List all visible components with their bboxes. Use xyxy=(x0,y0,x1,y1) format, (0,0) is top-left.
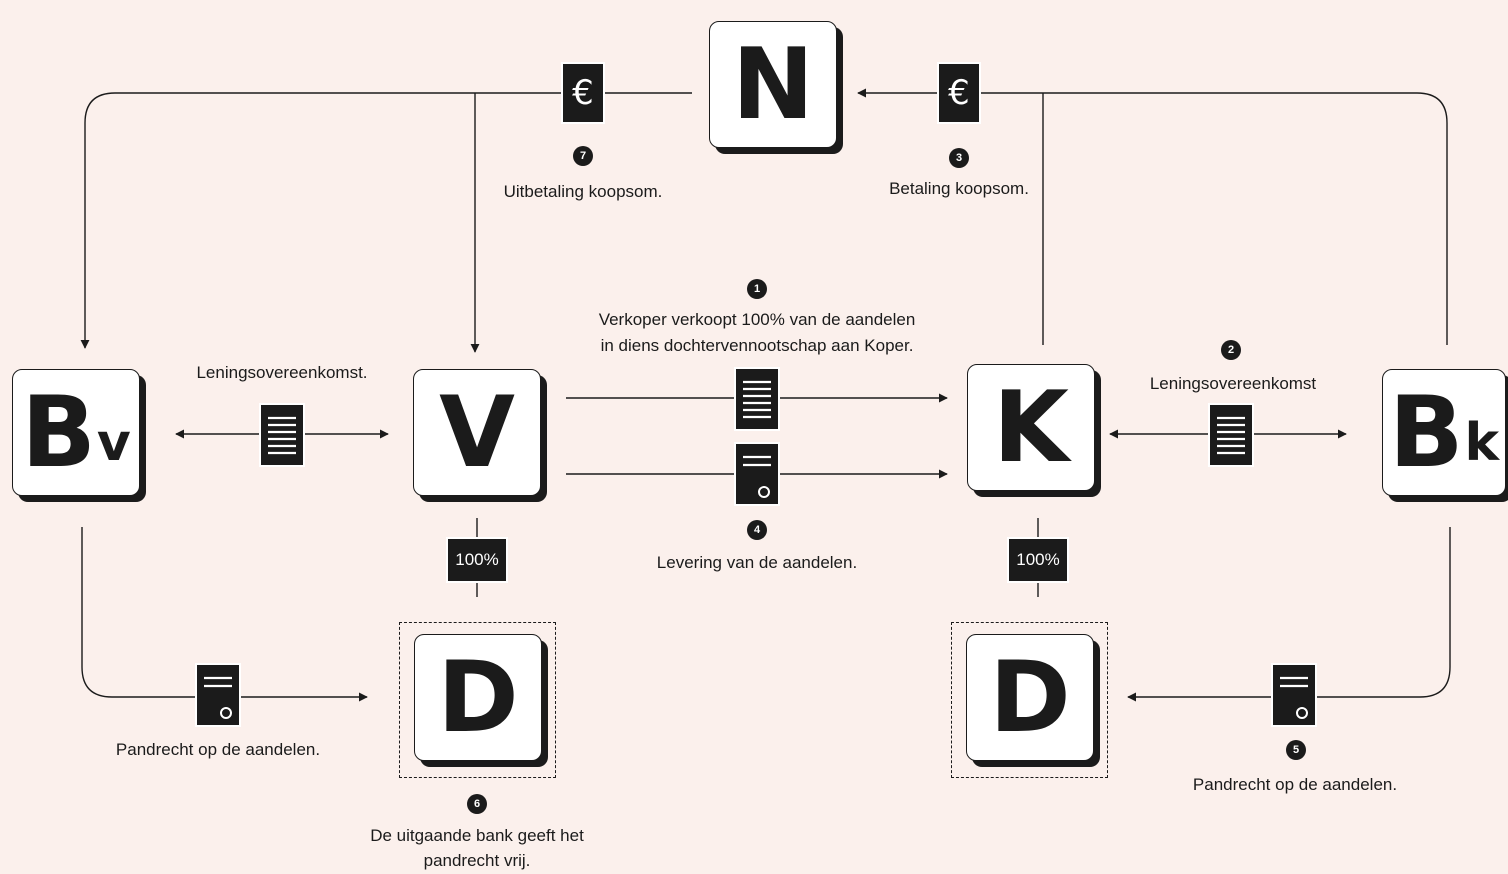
deed-icon-pledge-right xyxy=(1271,663,1317,727)
step-badge-7: 7 xyxy=(573,146,593,166)
node-subsidiary-left: D xyxy=(414,634,542,761)
step-badge-3: 3 xyxy=(949,148,969,168)
document-icon-loan-left xyxy=(259,403,305,467)
payment-line-from-bank xyxy=(857,88,1448,345)
euro-icon-payment: € xyxy=(937,62,981,124)
pledge-arrow-right xyxy=(1127,527,1451,702)
step-badge-2: 2 xyxy=(1221,340,1241,360)
node-seller: V xyxy=(413,369,541,496)
loan-label-left: Leningsovereenkomst. xyxy=(196,363,368,382)
deed-icon-delivery xyxy=(734,442,780,506)
node-bank-buyer-letter: B xyxy=(1388,375,1464,490)
ownership-badge-right: 100% xyxy=(1007,537,1069,583)
step-badge-6: 6 xyxy=(467,794,487,814)
ownership-badge-left: 100% xyxy=(446,537,508,583)
euro-icon-payout: € xyxy=(561,62,605,124)
step-1-label-line1: Verkoper verkoopt 100% van de aandelen xyxy=(598,310,916,329)
node-seller-letter: V xyxy=(439,375,515,490)
node-buyer-letter: K xyxy=(993,370,1069,485)
euro-sign-payment: € xyxy=(948,73,970,113)
step-7-label: Uitbetaling koopsom. xyxy=(503,182,663,201)
node-bank-buyer-subscript: k xyxy=(1464,413,1500,473)
pledge-arrow-left xyxy=(81,527,368,702)
node-notary-letter: N xyxy=(731,27,815,142)
ownership-percent-left: 100% xyxy=(455,550,499,569)
step-badge-1: 1 xyxy=(747,279,767,299)
document-icon-loan-right xyxy=(1208,403,1254,467)
ownership-percent-right: 100% xyxy=(1016,550,1060,569)
subsidiary-left-frame xyxy=(399,622,556,778)
step-6-label-line1: De uitgaande bank geeft het xyxy=(370,826,584,845)
step-6-label-line2: pandrecht vrij. xyxy=(423,851,531,870)
payout-line-to-bank xyxy=(80,92,692,349)
deed-icon-pledge-left xyxy=(195,663,241,727)
node-notary: N xyxy=(709,21,837,148)
pledge-label-left: Pandrecht op de aandelen. xyxy=(115,740,321,759)
node-bank-seller-subscript: v xyxy=(96,413,131,473)
node-buyer: K xyxy=(967,364,1095,491)
node-subsidiary-right-letter: D xyxy=(989,640,1071,755)
step-4-label: Levering van de aandelen. xyxy=(656,553,858,572)
step-5-label: Pandrecht op de aandelen. xyxy=(1192,775,1398,794)
node-subsidiary-right: D xyxy=(966,634,1094,761)
subsidiary-right-frame xyxy=(951,622,1108,778)
step-badge-5: 5 xyxy=(1286,740,1306,760)
step-badge-4: 4 xyxy=(747,520,767,540)
step-1-label-line2: in diens dochtervennootschap aan Koper. xyxy=(600,336,914,355)
euro-sign-payout: € xyxy=(572,73,594,113)
document-icon-sale xyxy=(734,367,780,431)
node-subsidiary-left-letter: D xyxy=(437,640,519,755)
step-3-label: Betaling koopsom. xyxy=(889,179,1029,198)
step-2-label: Leningsovereenkomst xyxy=(1149,374,1317,393)
node-bank-seller-letter: B xyxy=(21,375,96,490)
